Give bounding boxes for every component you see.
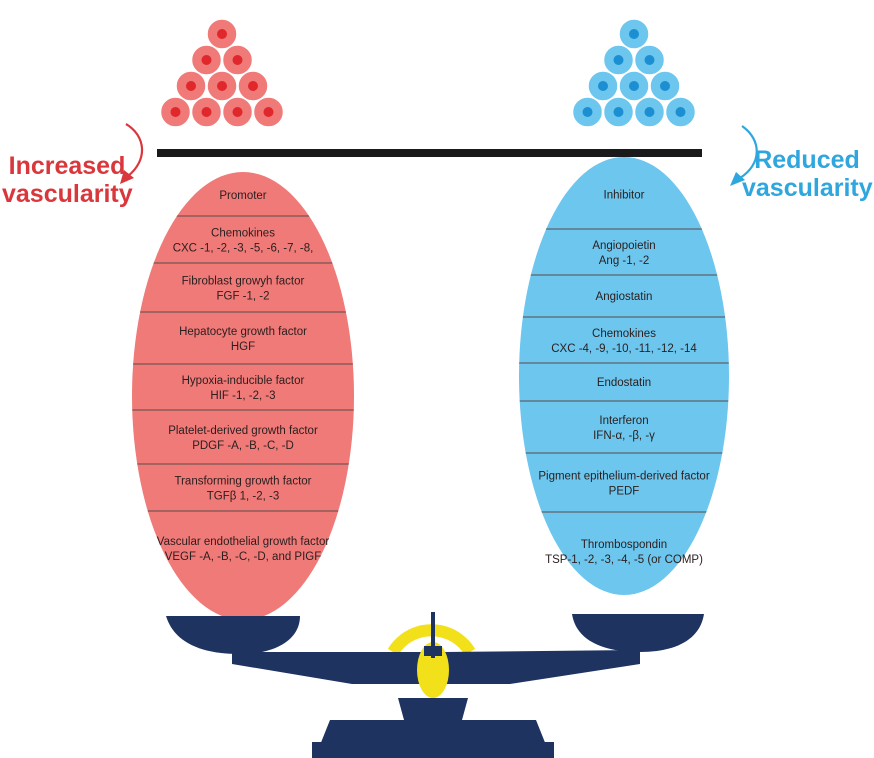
increased-label-line1: Increased [8,152,126,180]
left-factor-detail: CXC -1, -2, -3, -5, -6, -7, -8, [173,243,314,255]
right-factor-name: Endostatin [597,377,651,389]
right-factor-name: Angiopoietin [592,240,655,252]
right-factor-detail: CXC -4, -9, -10, -11, -12, -14 [551,343,697,355]
reduced-label-line1: Reduced [754,146,860,174]
left-factor-detail: PDGF -A, -B, -C, -D [192,440,294,452]
right-cell [587,70,619,102]
left-factor-name: Hypoxia-inducible factor [182,375,305,387]
left-cell [190,44,223,76]
right-cell [602,96,635,128]
right-factor-detail: Ang -1, -2 [599,255,650,267]
right-cell [618,70,650,102]
right-cell [571,96,604,128]
left-cell [175,70,207,102]
right-factor-name: Pigment epithelium-derived factor [538,471,709,483]
left-factor-name: Platelet-derived growth factor [168,425,318,437]
left-factor-name: Vascular endothelial growth factor [157,536,330,548]
left-cell [206,70,238,102]
increased-vascularity-label: Increased vascularity [2,152,133,208]
balance-scale-icon [166,612,704,758]
balance-beam [157,149,702,157]
left-header-text: Promoter [219,190,266,202]
left-cell [252,96,285,128]
reduced-label-line2: vascularity [742,174,873,202]
decrease-arrow-icon [730,125,758,186]
left-factor-detail: TGFβ 1, -2, -3 [207,491,279,503]
right-cell [633,96,666,128]
increased-label-line2: vascularity [2,180,133,208]
reduced-vascularity-label: Reduced vascularity [742,146,873,202]
left-factor-detail: VEGF -A, -B, -C, -D, and PIGF [165,551,322,563]
left-factor-name: Chemokines [211,228,275,240]
left-cell [206,18,238,50]
left-factor-detail: HIF -1, -2, -3 [210,390,275,402]
right-factor-name: Angiostatin [596,291,653,303]
right-factor-detail: TSP-1, -2, -3, -4, -5 (or COMP) [545,554,703,566]
increase-arrow-icon [120,123,144,184]
right-cell [602,44,635,76]
right-factor-detail: IFN-α, -β, -γ [593,430,655,442]
left-cell [221,96,254,128]
left-cell [237,70,269,102]
left-factor-detail: HGF [231,341,255,353]
left-factor-name: Fibroblast growyh factor [182,276,305,288]
left-cell [190,96,223,128]
right-cell [618,18,650,50]
right-factor-name: Interferon [599,415,648,427]
right-cell [633,44,666,76]
promoter-cell-pyramid [159,18,285,128]
left-cell [221,44,254,76]
left-factor-name: Transforming growth factor [175,476,312,488]
right-cell [649,70,681,102]
right-factor-name: Thrombospondin [581,539,667,551]
left-cell [159,96,192,128]
right-header-text: Inhibitor [604,190,645,202]
right-cell [664,96,697,128]
inhibitor-cell-pyramid [571,18,697,128]
right-factor-name: Chemokines [592,328,656,340]
left-factor-detail: FGF -1, -2 [216,291,269,303]
right-factor-detail: PEDF [609,486,640,498]
left-factor-name: Hepatocyte growth factor [179,326,307,338]
